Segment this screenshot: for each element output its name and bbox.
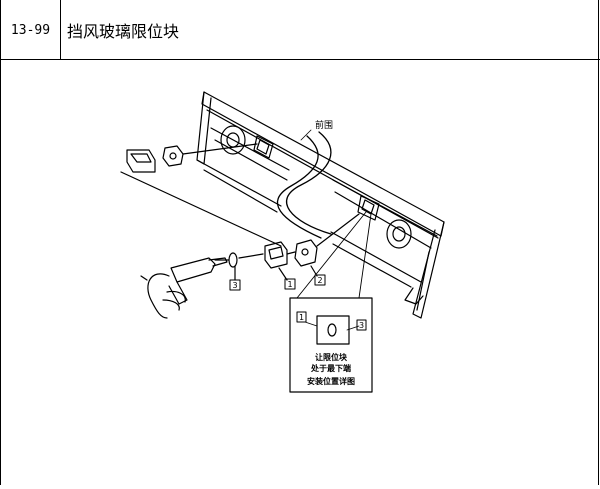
- callout-3-label: 3: [232, 281, 237, 290]
- assembly-figure: 1 2 3 前围 1: [1, 60, 600, 485]
- callout-2: 2: [314, 274, 326, 286]
- detail-note-line2: 处于最下端: [310, 363, 351, 373]
- detail-inset: 1 3 让限位块 处于最下端 安装位置详图: [289, 211, 373, 393]
- upper-left-parts: [120, 143, 282, 247]
- page-header: 13-99 挡风玻璃限位块: [1, 0, 600, 60]
- illustration-svg: 1 2 3 前围 1: [120, 91, 445, 393]
- callout-3: 3: [229, 279, 241, 291]
- hand-with-drill: [140, 257, 228, 319]
- callout-1-label: 1: [287, 280, 292, 289]
- front-panel: [196, 91, 445, 319]
- section-code: 13-99: [1, 0, 61, 60]
- page-title: 挡风玻璃限位块: [67, 22, 180, 41]
- callout-2-label: 2: [317, 276, 322, 285]
- detail-note-line1: 让限位块: [315, 352, 348, 362]
- callout-1: 1: [284, 278, 296, 290]
- detail-callout-left: 1: [299, 313, 304, 322]
- installed-parts: [214, 213, 360, 281]
- front-panel-label: 前围: [315, 119, 333, 131]
- detail-caption: 安装位置详图: [307, 376, 355, 386]
- detail-callout-right: 3: [359, 321, 364, 330]
